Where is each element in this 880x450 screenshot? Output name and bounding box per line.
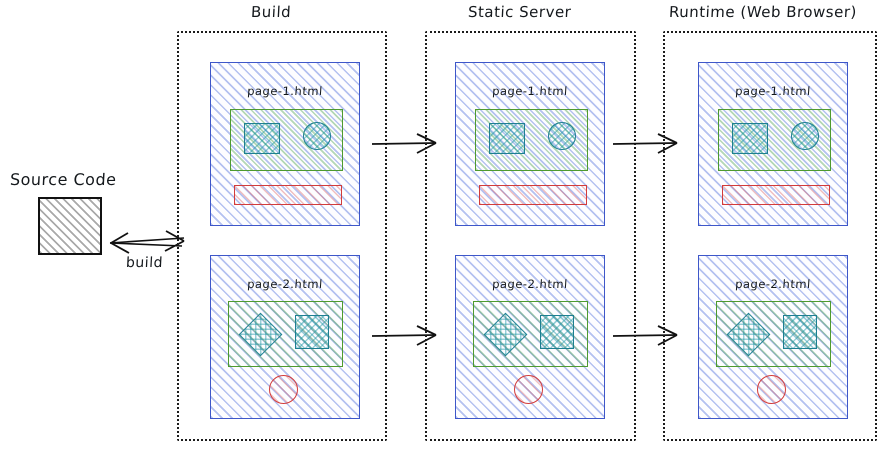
card-static-server-page-1[interactable]: page-1.html — [455, 62, 605, 226]
card-content-region — [718, 109, 831, 171]
arrow-static-server-to-runtime-top — [612, 131, 679, 157]
card-runtime-page-2[interactable]: page-2.html — [698, 255, 848, 419]
edge-label-build: build — [125, 255, 164, 271]
card-title: page-2.html — [491, 277, 569, 291]
arrow-static-server-to-runtime-bottom — [612, 323, 679, 349]
card-content-region — [475, 109, 588, 171]
card-runtime-page-1[interactable]: page-1.html — [698, 62, 848, 226]
card-build-page-2[interactable]: page-2.html — [210, 255, 360, 419]
group-runtime — [663, 31, 877, 441]
widget-circle — [791, 122, 819, 150]
widget-square — [732, 123, 768, 154]
column-title-static-server: Static Server — [467, 3, 572, 21]
widget-square — [783, 315, 817, 349]
card-content-region — [473, 301, 588, 367]
arrow-source-to-build — [108, 228, 186, 256]
card-content-region — [230, 109, 343, 171]
card-build-page-1[interactable]: page-1.html — [210, 62, 360, 226]
card-footer-bar — [722, 185, 830, 205]
widget-diamond — [726, 312, 771, 357]
card-footer-bar — [234, 185, 342, 205]
widget-diamond — [238, 312, 283, 357]
widget-circle — [303, 122, 331, 150]
widget-square — [295, 315, 329, 349]
column-title-runtime: Runtime (Web Browser) — [668, 3, 858, 21]
widget-square — [540, 315, 574, 349]
widget-square — [244, 123, 280, 154]
source-code-label: Source Code — [9, 170, 117, 189]
source-code-box — [38, 197, 102, 255]
card-status-circle — [514, 375, 543, 404]
card-title: page-1.html — [734, 84, 812, 98]
card-title: page-2.html — [246, 277, 324, 291]
card-status-circle — [757, 375, 786, 404]
card-content-region — [716, 301, 831, 367]
card-footer-bar — [479, 185, 587, 205]
group-build — [177, 31, 387, 441]
widget-circle — [548, 122, 576, 150]
card-title: page-2.html — [734, 277, 812, 291]
widget-square — [489, 123, 525, 154]
card-static-server-page-2[interactable]: page-2.html — [455, 255, 605, 419]
card-title: page-1.html — [246, 84, 324, 98]
card-content-region — [228, 301, 343, 367]
widget-diamond — [483, 312, 528, 357]
group-static-server — [425, 31, 636, 441]
column-title-build: Build — [250, 3, 292, 21]
card-title: page-1.html — [491, 84, 569, 98]
card-status-circle — [269, 375, 298, 404]
